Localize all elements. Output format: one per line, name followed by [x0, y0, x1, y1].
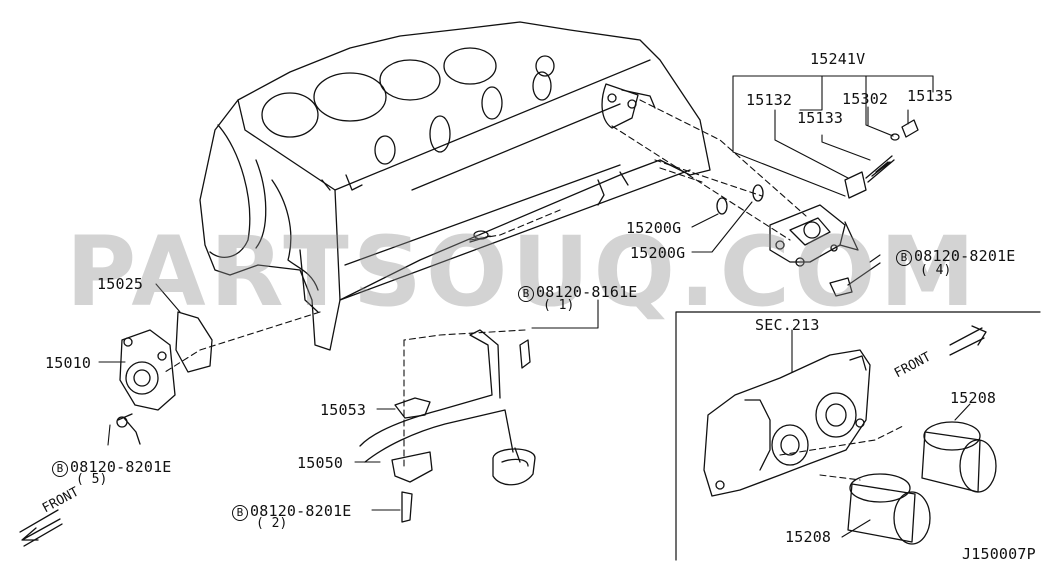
- seal-15200g-b: [752, 184, 764, 202]
- oil-filter-bottom: [847, 473, 931, 545]
- bolt-number: 08120-8201E: [914, 247, 1016, 265]
- filter-bracket: [769, 119, 919, 297]
- callout-15133: 15133: [797, 109, 844, 127]
- oil-filter-top: [921, 421, 997, 493]
- callout-15208-bottom: 15208: [785, 528, 832, 546]
- bolt-symbol: B: [232, 505, 248, 521]
- callout-15208-top: 15208: [950, 389, 997, 407]
- oil-strainer-assembly: [359, 329, 536, 523]
- bolt-symbol: B: [896, 250, 912, 266]
- callout-15053: 15053: [320, 401, 367, 419]
- oil-pump-assembly: [116, 311, 213, 445]
- section-reference: SEC.213: [755, 316, 820, 334]
- bolt-symbol: B: [518, 286, 534, 302]
- bolt-qty-left: ( 5): [76, 472, 108, 487]
- callout-15135: 15135: [907, 87, 954, 105]
- callout-15302: 15302: [842, 90, 889, 108]
- bolt-number: 08120-8161E: [536, 283, 638, 301]
- callout-15200g-a: 15200G: [626, 219, 682, 237]
- assembly-leaders: [164, 99, 906, 481]
- callout-15050: 15050: [297, 454, 344, 472]
- engine-block: [199, 21, 711, 351]
- figure-code: J150007P: [962, 545, 1036, 563]
- callout-leaders: [98, 201, 971, 538]
- bolt-symbol: B: [52, 461, 68, 477]
- front-cover-assembly: [703, 349, 871, 497]
- front-arrow-inset: [949, 325, 987, 356]
- bolt-number: 08120-8201E: [70, 458, 172, 476]
- callout-15010: 15010: [45, 354, 92, 372]
- front-arrow-left: [19, 509, 63, 547]
- callout-15132: 15132: [746, 91, 793, 109]
- bolt-qty-bottom: ( 2): [256, 516, 288, 531]
- bolt-number: 08120-8201E: [250, 502, 352, 520]
- inset-frame: [675, 311, 1041, 561]
- callout-tree-15241v: [732, 75, 934, 197]
- callout-15241v: 15241V: [810, 50, 866, 68]
- bolt-qty-center: ( 1): [543, 298, 575, 313]
- callout-15200g-b: 15200G: [630, 244, 686, 262]
- callout-15025: 15025: [97, 275, 144, 293]
- bolt-qty-upper-right: ( 4): [920, 263, 952, 278]
- seal-15200g-a: [716, 197, 728, 215]
